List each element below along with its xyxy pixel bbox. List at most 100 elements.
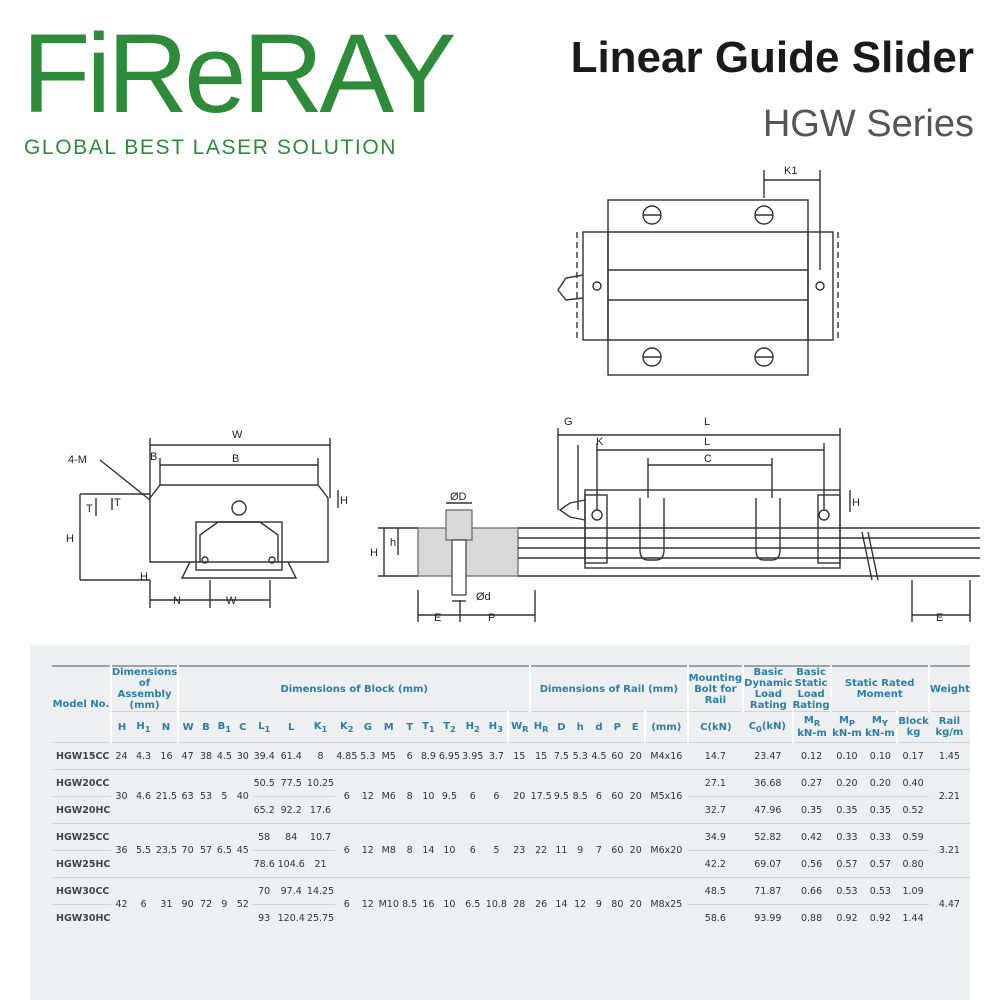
cell-d: 11	[552, 823, 571, 878]
header-block: Dimensions of Block (mm)	[178, 665, 532, 712]
cell-mp: 0.53	[830, 877, 864, 905]
dim-label-4m: 4-M	[68, 454, 87, 466]
cell-bolt: M6x20	[645, 823, 688, 878]
cell-model: HGW30HC	[52, 904, 111, 931]
cell-t1: 10	[419, 769, 438, 824]
dim-label-hr: H	[370, 547, 378, 559]
cell-bolt: M4x16	[645, 742, 688, 770]
front-view-drawing	[79, 438, 339, 608]
dim-label-h: H	[66, 533, 74, 545]
cell-model: HGW15CC	[52, 742, 111, 770]
cell-model: HGW25CC	[52, 823, 111, 851]
header-model-no: Model No.	[52, 665, 112, 743]
cell-k1: 10.25	[305, 769, 336, 797]
header-rail: Dimensions of Rail (mm)	[530, 665, 689, 712]
dim-label-wr: W	[226, 595, 237, 607]
dim-label-e-right: E	[936, 612, 943, 624]
cell-p: 60	[608, 742, 627, 770]
cell-my: 0.33	[863, 823, 898, 851]
col-wr: WR	[508, 711, 531, 743]
dim-label-g: G	[564, 416, 573, 428]
col-l: L	[276, 711, 306, 743]
dim-label-k1: K1	[784, 165, 797, 177]
cell-l: 61.4	[276, 742, 306, 770]
col-t2: T2	[437, 711, 462, 743]
cell-w: 47	[178, 742, 197, 770]
cell-d: 7.5	[552, 742, 571, 770]
dim-label-c: C	[704, 453, 712, 465]
cell-mp: 0.57	[830, 850, 864, 878]
dim-label-l: L	[704, 416, 710, 428]
table-header-group-row: Model No. Dimensions of Assembly (mm) Di…	[52, 665, 970, 743]
header-assembly: Dimensions of Assembly (mm)	[110, 665, 180, 712]
cell-k1: 25.75	[305, 904, 336, 931]
cell-k1: 17.6	[305, 796, 336, 824]
header-static-moment: Static Rated Moment	[830, 665, 930, 712]
cell-l1: 70	[251, 877, 277, 905]
dim-label-t1: T	[86, 503, 93, 515]
cell-wr: 15	[508, 742, 531, 770]
dim-label-n: N	[173, 595, 181, 607]
col-d-small: d	[589, 711, 609, 743]
cell-h: 5.3	[570, 742, 590, 770]
cell-n: 16	[154, 742, 179, 770]
cell-h3: 10.8	[484, 877, 509, 931]
cell-d: 9	[589, 877, 609, 931]
col-h: H	[110, 711, 133, 743]
cell-t2: 10	[437, 823, 462, 878]
cell-block: 0.59	[897, 823, 929, 851]
cell-k2: 6	[335, 769, 359, 824]
cell-c0: 47.96	[743, 796, 793, 824]
cell-cdyn: 32.7	[687, 796, 744, 824]
cell-k1: 21	[305, 850, 336, 878]
cell-d: 9.5	[552, 769, 571, 824]
cell-p: 60	[608, 769, 627, 824]
dim-label-b: B	[232, 453, 239, 465]
col-b: B	[196, 711, 215, 743]
cell-l1: 65.2	[251, 796, 277, 824]
brand-logo-area: FiReRAY GLOBAL BEST LASER SOLUTION	[22, 18, 462, 168]
cell-g: 12	[358, 823, 378, 878]
cell-t1: 8.9	[419, 742, 438, 770]
cell-mp: 0.92	[830, 904, 864, 931]
cell-h: 42	[110, 877, 133, 931]
cell-l1: 50.5	[251, 769, 277, 797]
cell-t2: 10	[437, 877, 462, 931]
cell-h: 30	[110, 769, 133, 824]
cell-l1: 39.4	[251, 742, 277, 770]
cell-hr: 15	[530, 742, 553, 770]
cell-my: 0.20	[863, 769, 898, 797]
dim-label-od-big: ØD	[450, 491, 467, 503]
dim-label-w: W	[232, 429, 243, 441]
cell-bolt: M8x25	[645, 877, 688, 931]
cell-h2: 6	[461, 823, 485, 878]
header-static-load: Basic Static Load Rating	[792, 665, 832, 712]
dim-label-h-small: h	[390, 537, 396, 549]
page-subtitle: HGW Series	[762, 103, 974, 145]
col-h3: H3	[484, 711, 510, 743]
cell-m: M8	[377, 823, 401, 878]
cell-h: 8.5	[570, 769, 590, 824]
cell-h2: 3.95	[461, 742, 485, 770]
cell-m: M6	[377, 769, 401, 824]
cell-hr: 22	[530, 823, 553, 878]
col-g: G	[358, 711, 378, 743]
cell-g: 12	[358, 769, 378, 824]
cell-m: M10	[377, 877, 401, 931]
cell-h2: 6.5	[461, 877, 485, 931]
cell-h: 36	[110, 823, 133, 878]
cell-l: 92.2	[276, 796, 306, 824]
cell-d: 6	[589, 769, 609, 824]
cell-hr: 26	[530, 877, 553, 931]
cell-c: 52	[233, 877, 252, 931]
dim-label-h1: H	[140, 571, 148, 583]
cell-b: 53	[196, 769, 215, 824]
cell-d: 14	[552, 877, 571, 931]
